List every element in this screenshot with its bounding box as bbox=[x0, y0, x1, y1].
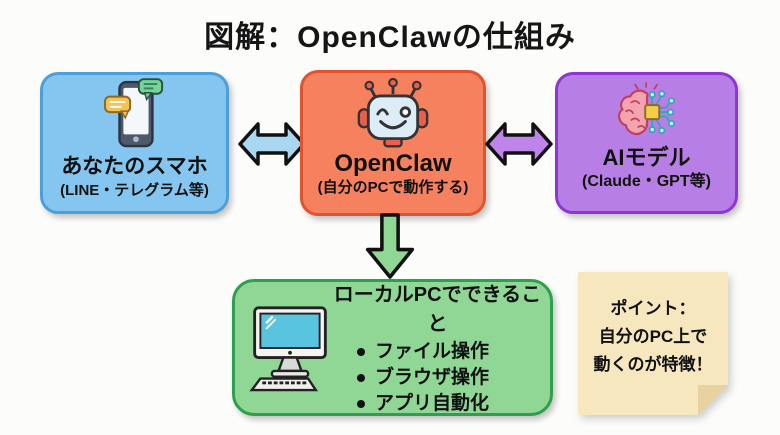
node-phone: あなたのスマホ (LINE・テレグラム等) bbox=[40, 72, 229, 214]
ai-title: AIモデル bbox=[602, 145, 691, 170]
node-ai: AIモデル (Claude・GPT等) bbox=[555, 72, 738, 214]
smartphone-chat-icon bbox=[103, 78, 166, 154]
local-pc-item-label: アプリ自動化 bbox=[375, 393, 490, 414]
note-fold-corner bbox=[698, 385, 728, 415]
local-pc-item-label: ファイル操作 bbox=[375, 341, 490, 362]
note-line: 自分のPC上で bbox=[598, 326, 708, 346]
sticky-note: ポイント： 自分のPC上で 動くのが特徴！ bbox=[578, 272, 728, 415]
arrow-openclaw-ai bbox=[484, 118, 554, 170]
openclaw-subtitle: (自分のPCで動作する) bbox=[317, 179, 469, 196]
desktop-computer-icon bbox=[247, 302, 333, 394]
bullet-dot bbox=[357, 348, 365, 356]
diagram-title: 図解：OpenClawの仕組み bbox=[204, 21, 576, 54]
phone-title: あなたのスマホ bbox=[61, 155, 208, 178]
note-line: ポイント： bbox=[610, 298, 696, 318]
arrow-openclaw-localpc bbox=[364, 213, 416, 280]
local-pc-title: ローカルPCでできること bbox=[333, 284, 542, 335]
phone-subtitle: (LINE・テレグラム等) bbox=[60, 182, 209, 199]
note-line: 動くのが特徴！ bbox=[593, 354, 713, 374]
brain-circuit-icon bbox=[612, 81, 682, 145]
ai-subtitle: (Claude・GPT等) bbox=[582, 173, 711, 190]
arrow-phone-openclaw bbox=[238, 118, 306, 170]
node-openclaw: OpenClaw (自分のPCで動作する) bbox=[300, 70, 486, 216]
openclaw-title: OpenClaw bbox=[334, 150, 452, 177]
local-pc-item: アプリ自動化 bbox=[357, 391, 542, 417]
bullet-dot bbox=[357, 374, 365, 382]
local-pc-item-label: ブラウザ操作 bbox=[375, 367, 490, 388]
bullet-dot bbox=[357, 400, 365, 408]
robot-icon bbox=[354, 77, 432, 151]
local-pc-item: ブラウザ操作 bbox=[357, 365, 542, 391]
local-pc-item: ファイル操作 bbox=[357, 339, 542, 365]
node-local-pc: ローカルPCでできること ファイル操作 ブラウザ操作 アプリ自動化 bbox=[232, 279, 553, 416]
